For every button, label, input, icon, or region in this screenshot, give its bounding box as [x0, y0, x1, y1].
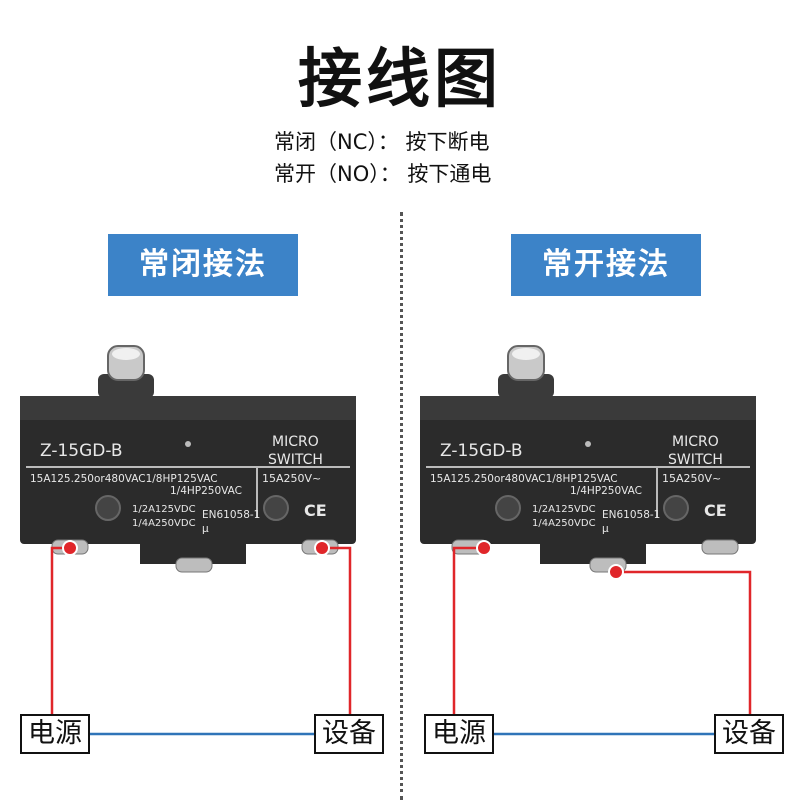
switch-model: Z-15GD-B — [40, 441, 123, 461]
switch-dot — [585, 441, 591, 447]
switch-top-edge — [20, 396, 356, 420]
nc-switch-diagram: Z-15GD-B MICRO SWITCH 15A125.250or480VAC… — [20, 345, 356, 736]
mount-hole-right — [663, 495, 689, 521]
switch-brand-1: MICRO — [672, 434, 719, 450]
switch-mu: μ — [602, 523, 609, 535]
contact-dot-no — [608, 564, 624, 580]
wire-device — [322, 546, 352, 718]
switch-line-1 — [426, 466, 750, 468]
wire-device — [618, 570, 752, 718]
switch-brand-2: SWITCH — [268, 452, 323, 468]
switch-rating-right: 15A250V~ — [662, 472, 721, 485]
switch-model: Z-15GD-B — [440, 441, 523, 461]
nc-wiring-panel: Z-15GD-B MICRO SWITCH 15A125.250or480VAC… — [20, 340, 384, 780]
no-switch-diagram: Z-15GD-B MICRO SWITCH 15A125.250or480VAC… — [420, 345, 756, 736]
switch-standard: EN61058-1 — [202, 509, 260, 521]
terminal-no — [175, 557, 213, 573]
power-box: 电源 — [20, 714, 90, 754]
switch-rating-1: 15A125.250or480VAC1/8HP125VAC — [30, 473, 218, 485]
legend-no: 常开（NO）： 按下通电 — [274, 162, 492, 186]
nc-wiring-label: 常闭接法 — [108, 234, 298, 296]
ce-mark: CE — [304, 501, 327, 520]
switch-dc-1: 1/2A125VDC — [532, 504, 596, 515]
switch-brand-1: MICRO — [272, 434, 319, 450]
contact-dot-com — [62, 540, 78, 556]
switch-rating-right: 15A250V~ — [262, 472, 321, 485]
switch-brand-2: SWITCH — [668, 452, 723, 468]
no-wiring-label: 常开接法 — [511, 234, 701, 296]
mount-hole-left — [495, 495, 521, 521]
switch-rating-2: 1/4HP250VAC — [170, 485, 242, 497]
plunger-highlight — [512, 348, 540, 360]
switch-standard: EN61058-1 — [602, 509, 660, 521]
contact-dot-nc — [314, 540, 330, 556]
switch-top-edge — [420, 396, 756, 420]
contact-dot-com — [476, 540, 492, 556]
page-title: 接线图 — [298, 43, 502, 117]
terminal-nc — [701, 539, 739, 555]
mount-hole-left — [95, 495, 121, 521]
switch-line-2 — [256, 466, 258, 518]
switch-dot — [185, 441, 191, 447]
legend-nc: 常闭（NC）： 按下断电 — [274, 130, 490, 154]
switch-line-1 — [26, 466, 350, 468]
power-box: 电源 — [424, 714, 494, 754]
switch-bottom-tab — [140, 544, 246, 564]
mount-hole-right — [263, 495, 289, 521]
plunger-base — [98, 374, 154, 398]
no-wiring-panel: Z-15GD-B MICRO SWITCH 15A125.250or480VAC… — [420, 340, 784, 780]
device-box: 设备 — [314, 714, 384, 754]
switch-dc-2: 1/4A250VDC — [132, 518, 196, 529]
device-box: 设备 — [714, 714, 784, 754]
switch-dc-2: 1/4A250VDC — [532, 518, 596, 529]
switch-mu: μ — [202, 523, 209, 535]
switch-dc-1: 1/2A125VDC — [132, 504, 196, 515]
switch-rating-1: 15A125.250or480VAC1/8HP125VAC — [430, 473, 618, 485]
switch-rating-2: 1/4HP250VAC — [570, 485, 642, 497]
switch-line-2 — [656, 466, 658, 518]
plunger-highlight — [112, 348, 140, 360]
ce-mark: CE — [704, 501, 727, 520]
plunger-base — [498, 374, 554, 398]
wire-power — [452, 546, 484, 718]
wire-power — [50, 546, 70, 718]
center-divider — [400, 212, 403, 800]
